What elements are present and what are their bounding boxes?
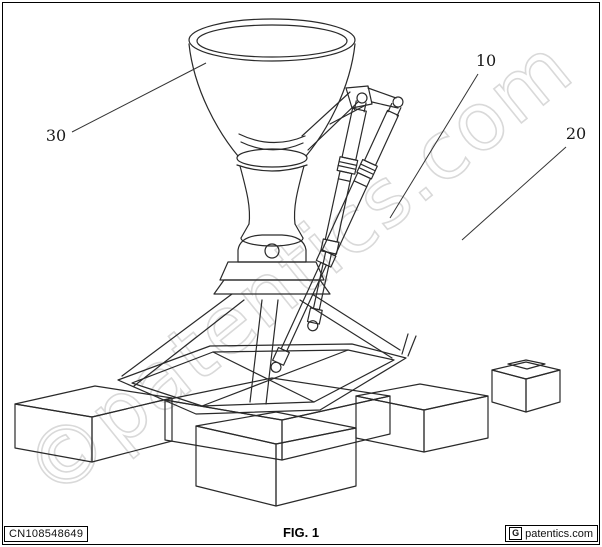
ref-numeral-20: 20 [566,124,586,143]
leader-line-20 [462,147,566,240]
g-badge-icon: G [509,527,523,540]
funnel-nozzle [189,19,355,246]
ref-numeral-10: 10 [476,51,496,70]
source-text: patentics.com [525,527,593,540]
ref-numeral-30: 30 [46,126,66,145]
actuator-strut-20 [267,94,408,375]
patent-number: CN108548649 [4,526,89,542]
leader-line-30 [72,63,206,132]
gimbal-mount [214,235,330,294]
source-badge: G patentics.com [505,525,598,542]
figure-caption: FIG. 1 [282,525,320,540]
watermark: ©patentics.com [7,20,590,517]
base-platform [15,378,488,506]
actuator-pedestal [492,360,560,412]
leader-line-10 [390,74,478,218]
